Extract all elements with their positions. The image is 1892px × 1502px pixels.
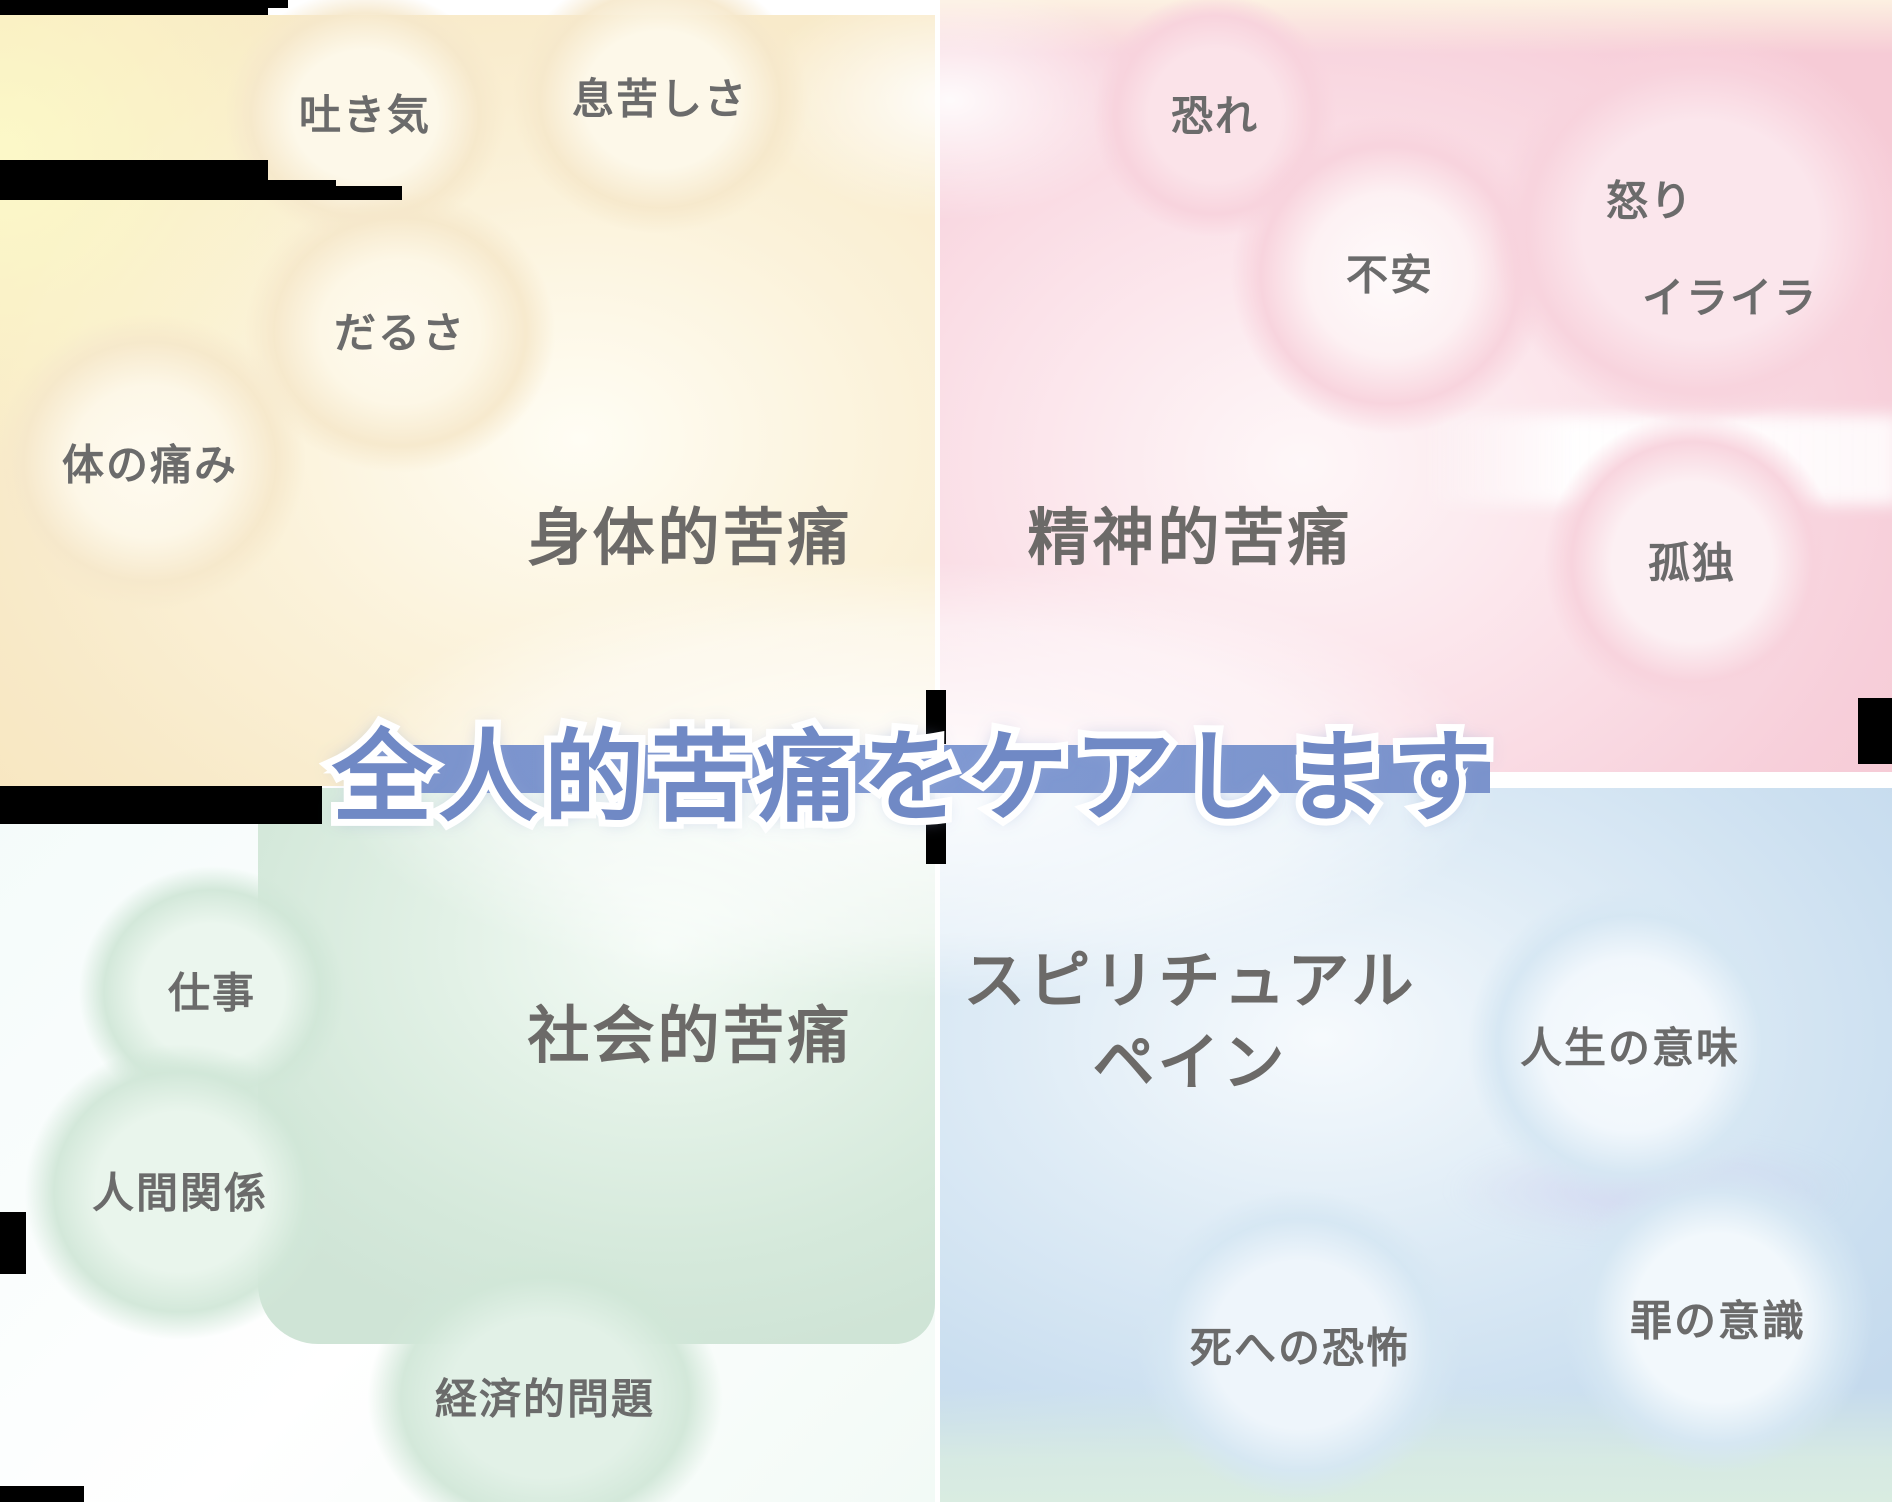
page-title: 全人的苦痛をケアします 全人的苦痛をケアします	[325, 721, 1499, 835]
heading-spiritual-pain: スピリチュアル ペイン	[963, 940, 1416, 1104]
heading-spiritual-line2: ペイン	[1092, 1026, 1288, 1099]
cutout-top-left-strip	[0, 0, 268, 15]
label-body-pain: 体の痛み	[61, 440, 239, 490]
cutout-left-band-lower	[0, 180, 336, 200]
heading-spiritual-line1: スピリチュアル	[963, 944, 1417, 1018]
cutout-mid-left-band	[0, 786, 322, 824]
label-guilt: 罪の意識	[1629, 1296, 1807, 1346]
label-irritation: イライラ	[1641, 273, 1819, 323]
label-work: 仕事	[167, 968, 257, 1018]
quadrant-mental-pain	[940, 0, 1892, 772]
heading-physical-pain: 身体的苦痛	[527, 501, 853, 574]
cutout-left-band-step	[336, 186, 402, 200]
cutout-right-edge	[1858, 698, 1892, 764]
label-relationships: 人間関係	[91, 1168, 269, 1218]
label-meaning-of-life: 人生の意味	[1519, 1023, 1741, 1073]
heading-mental-pain: 精神的苦痛	[1027, 501, 1353, 574]
cutout-left-band-upper	[0, 160, 268, 182]
label-anxiety: 不安	[1345, 250, 1435, 300]
label-loneliness: 孤独	[1647, 538, 1737, 588]
label-breathlessness: 息苦しさ	[571, 74, 749, 124]
label-nausea: 吐き気	[298, 90, 432, 140]
page-title-text: 全人的苦痛をケアします	[332, 719, 1498, 836]
cutout-top-left-step	[268, 0, 288, 8]
label-fear-of-death: 死への恐怖	[1189, 1323, 1411, 1373]
label-economic-problems: 経済的問題	[434, 1374, 656, 1424]
cutout-bottom-left	[0, 1486, 84, 1502]
quadrant-physical-pain	[0, 15, 935, 786]
heading-social-pain: 社会的苦痛	[527, 999, 853, 1072]
label-fear: 恐れ	[1170, 91, 1260, 141]
quadrant-spiritual-pain	[940, 788, 1892, 1502]
cutout-left-notch	[0, 1212, 26, 1274]
label-anger: 怒り	[1605, 176, 1695, 226]
label-fatigue: だるさ	[333, 308, 467, 358]
